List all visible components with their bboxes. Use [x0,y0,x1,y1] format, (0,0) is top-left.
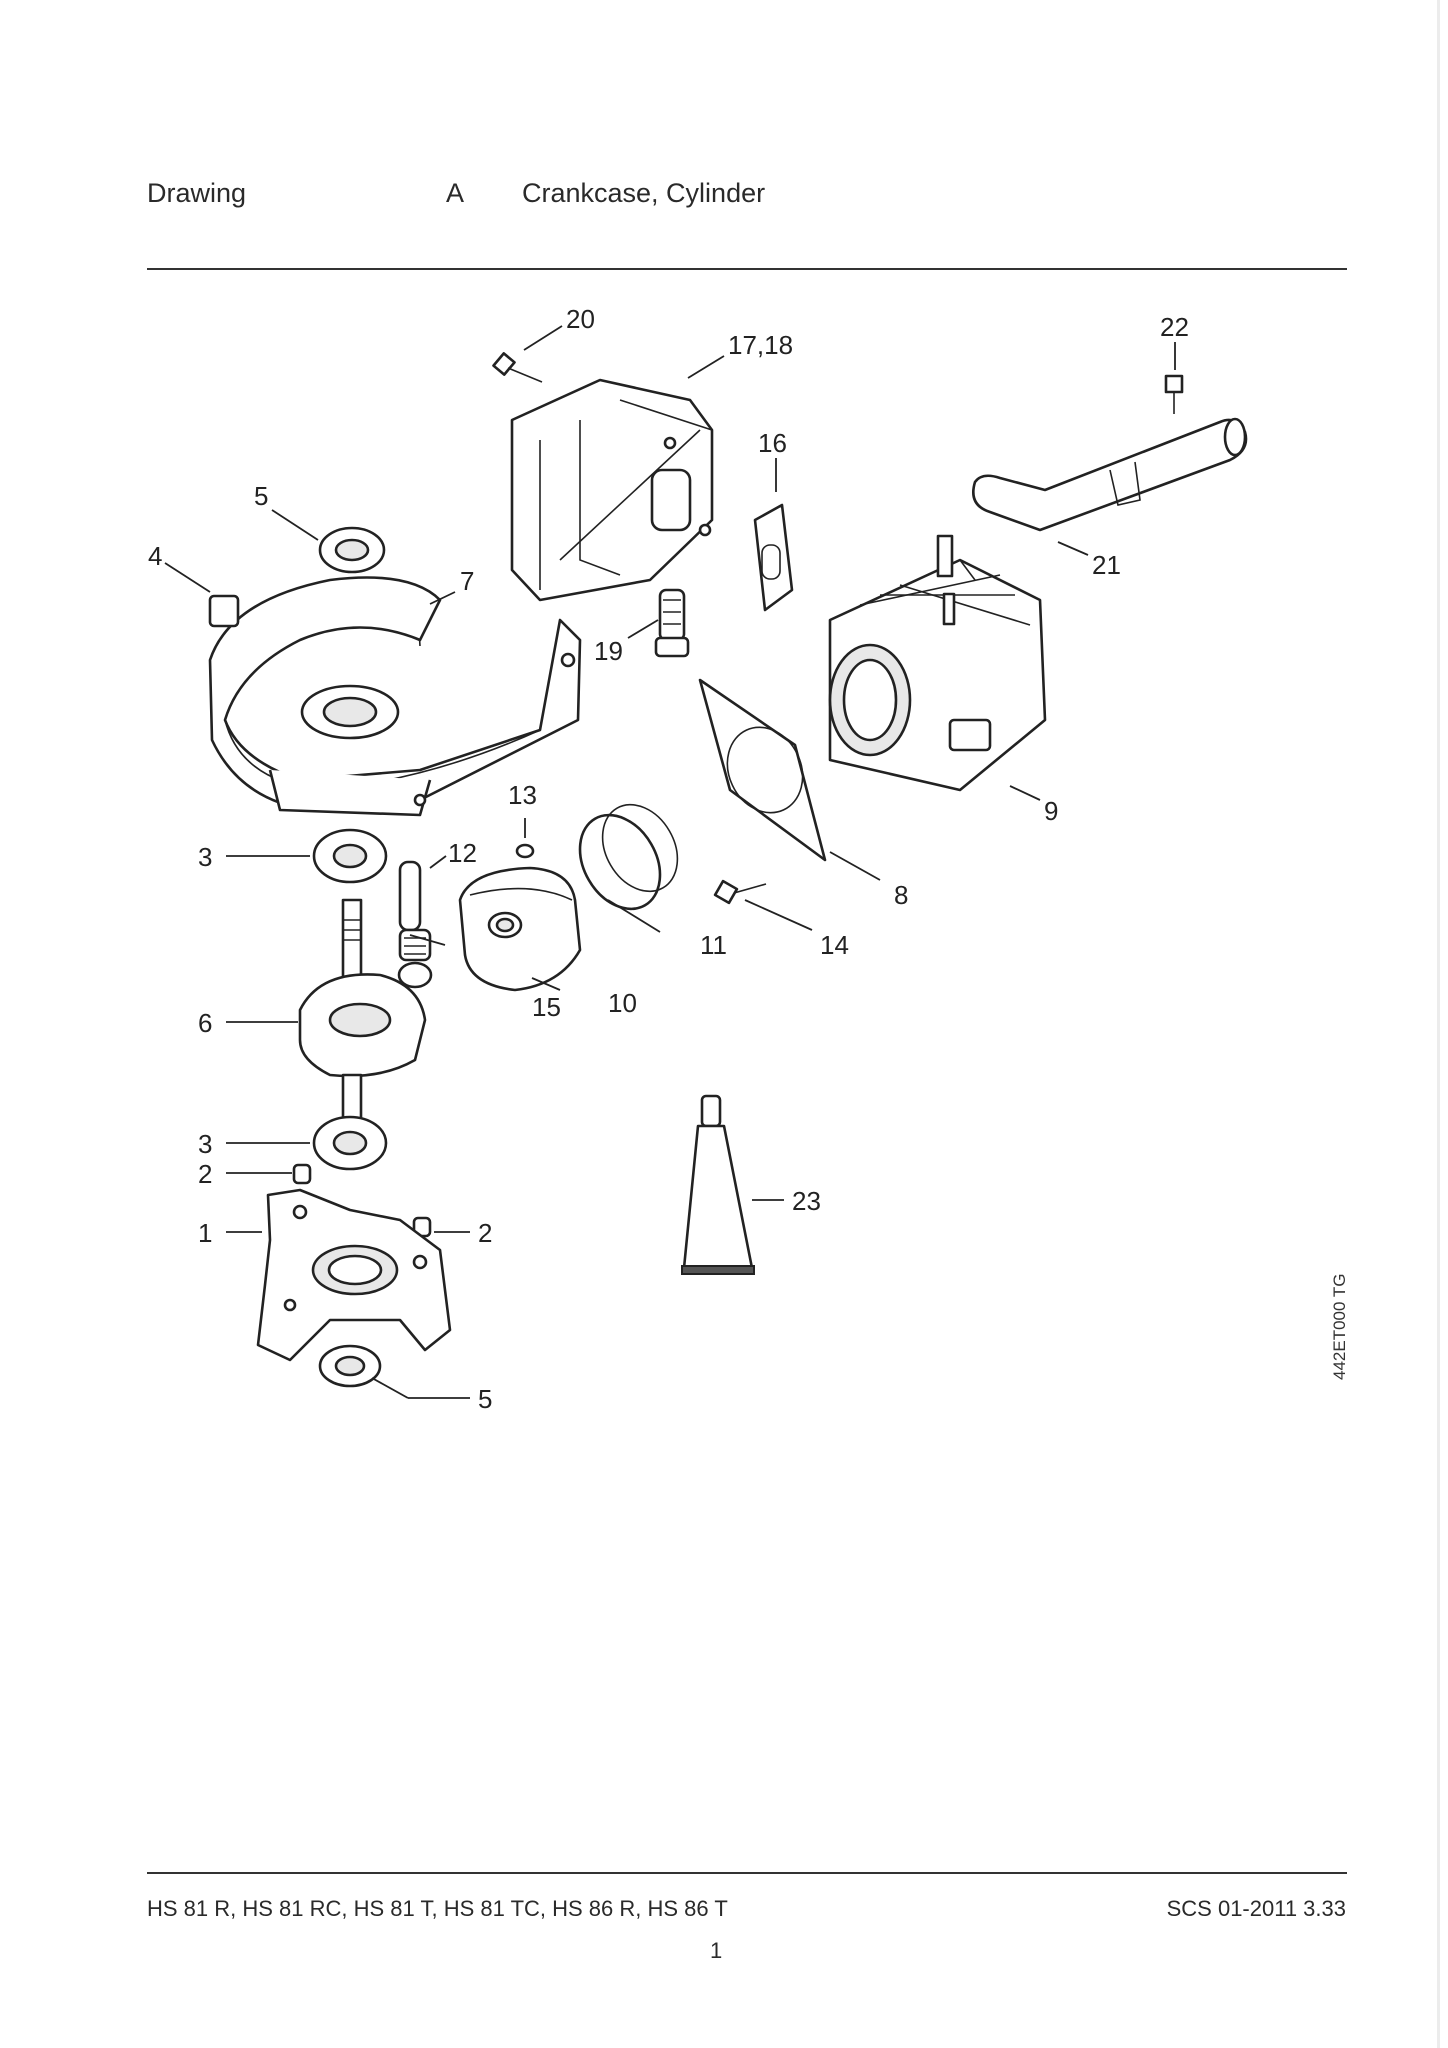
callout-7: 7 [460,566,474,596]
section-label: Drawing [147,178,247,208]
oil-seal-part-5-top [318,526,386,574]
sleeve-part-2-left [292,1163,312,1185]
callout-3-bottom: 3 [198,1129,212,1159]
page-edge-shadow [1437,0,1440,2048]
cylinder-gasket-part-8 [698,678,827,862]
screw-part-14 [713,879,767,905]
screw-part-20 [492,352,543,383]
piston-part-10 [458,866,582,992]
callout-2-right: 2 [478,1218,492,1248]
drawing-code: 442ET000 TG [1330,1273,1349,1380]
header-rule [147,268,1347,270]
callout-5-bottom: 5 [478,1384,492,1414]
callout-23: 23 [792,1186,821,1216]
needle-cage-part-15 [398,928,432,962]
drawing-title: Crankcase, Cylinder [522,178,766,208]
leader-lines [164,325,1176,1399]
footer-doc-ref: SCS 01-2011 3.33 [1166,1896,1346,1921]
callout-16: 16 [758,428,787,458]
footer-models: HS 81 R, HS 81 RC, HS 81 T, HS 81 TC, HS… [147,1896,728,1921]
screw-part-22 [1164,374,1184,414]
circlip-part-13 [515,843,535,859]
callout-12: 12 [448,838,477,868]
grease-tube-part-23 [681,1094,755,1275]
spark-arrestor-part-19 [654,588,690,658]
crankshaft-part-6 [298,898,433,1125]
callout-17-18: 17,18 [728,330,793,360]
ball-bearing-part-3-bottom [312,1115,388,1171]
callout-15: 15 [532,992,561,1022]
page-number: 1 [710,1938,723,1963]
intake-pipe-part-21 [972,417,1248,532]
callout-4: 4 [148,541,162,571]
callout-20: 20 [566,304,595,334]
callout-9: 9 [1044,796,1058,826]
oil-seal-part-5-bottom [318,1344,382,1388]
ball-bearing-part-3-top [312,828,388,884]
cylinder-part-9 [828,534,1047,792]
muffler-part-17-18 [510,378,714,602]
callout-2-left: 2 [198,1159,212,1189]
gasket-part-16 [753,503,794,612]
callout-19: 19 [594,636,623,666]
drawing-letter: A [446,178,465,208]
callout-6: 6 [198,1008,212,1038]
crankcase-lower-part-1 [256,1188,452,1362]
crankcase-half-part-4 [208,576,582,817]
piston-rings-part-11 [578,803,679,911]
callout-1: 1 [198,1218,212,1248]
callout-21: 21 [1092,550,1121,580]
callout-11: 11 [700,930,727,960]
callout-13: 13 [508,780,537,810]
callout-3-top: 3 [198,842,212,872]
callout-22: 22 [1160,312,1189,342]
footer-rule [147,1872,1347,1874]
piston-pin-part-12 [398,860,422,932]
callout-14: 14 [820,930,849,960]
callout-10: 10 [608,988,637,1018]
callout-8: 8 [894,880,908,910]
callout-5-top: 5 [254,481,268,511]
